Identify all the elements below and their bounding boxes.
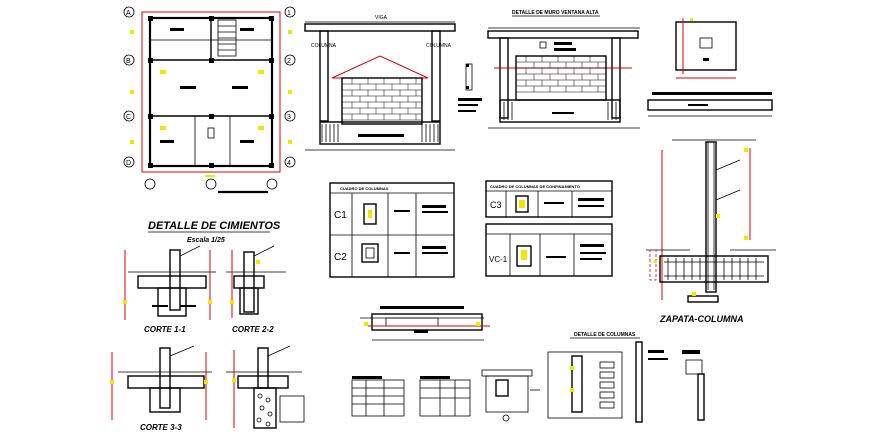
detalle-columnas-title: DETALLE DE COLUMNAS — [574, 332, 636, 338]
corte-1-1-label: CORTE 1-1 — [144, 325, 186, 334]
small-tables-bottom — [351, 376, 471, 417]
muro-ventana-title: DETALLE DE MURO VENTANA ALTA — [512, 10, 599, 16]
corte-2-2-label: CORTE 2-2 — [232, 325, 274, 334]
elevation-left-label: COLUMNA — [311, 43, 337, 49]
grid-letter-b: B — [126, 58, 131, 65]
elevation-top-label: VIGA — [375, 15, 388, 21]
zapata-columna-detail: ZAPATA-COLUMNA — [646, 139, 776, 324]
zapata-columna-title: ZAPATA-COLUMNA — [659, 314, 743, 324]
detalle-cimientos-scale: Escala 1/25 — [187, 237, 225, 244]
cuadro-columnas-title: CUADRO DE COLUMNAS — [340, 186, 389, 191]
muro-ventana-alta-detail: DETALLE DE MURO VENTANA ALTA — [487, 10, 640, 129]
grid-number-3: 3 — [287, 114, 291, 121]
grid-number-2: 2 — [287, 58, 291, 65]
foundation-plan: A B C D 1 2 3 4 — [123, 6, 296, 194]
cuadro-columnas-table: CUADRO DE COLUMNAS C1 C2 — [329, 182, 455, 278]
corte-3-3-label: CORTE 3-3 — [140, 423, 182, 432]
grid-number-4: 4 — [287, 160, 291, 167]
elevation-wall: VIGA COLUMNA COLUMNA — [304, 15, 482, 151]
cuadro-row-vc1: VC-1 — [489, 255, 508, 264]
cuadro-row-c1: C1 — [334, 210, 347, 221]
grid-number-1: 1 — [287, 10, 291, 17]
column-base-detail — [481, 369, 540, 422]
cuadro-confinamiento-table: CUADRO DE COLUMNAS DE CONFINAMIENTO C3 V… — [485, 180, 613, 277]
viga-section-detail — [360, 306, 490, 341]
cuadro-row-c3: C3 — [490, 200, 502, 210]
cuadro-row-c2: C2 — [334, 252, 347, 263]
corte-2-2-section: CORTE 2-2 — [226, 250, 286, 334]
cuadro-confinamiento-title: CUADRO DE COLUMNAS DE CONFINAMIENTO — [490, 184, 580, 189]
grid-letter-d: D — [126, 160, 131, 167]
elevation-right-label: COLUMNA — [426, 43, 452, 49]
cimiento-corrido-section — [226, 347, 305, 429]
corte-3-3-section: CORTE 3-3 — [110, 347, 212, 432]
detalle-columnas-block: DETALLE DE COLUMNAS — [547, 332, 705, 423]
grid-letter-a: A — [126, 10, 131, 17]
detalle-cimientos-title: DETALLE DE CIMIENTOS — [148, 220, 281, 232]
footing-plan-detail — [647, 18, 773, 117]
grid-letter-c: C — [126, 114, 131, 121]
leader-lines — [169, 159, 741, 357]
cimientos-title-block: DETALLE DE CIMIENTOS Escala 1/25 — [148, 220, 281, 244]
corte-1-1-section: CORTE 1-1 — [123, 249, 216, 334]
